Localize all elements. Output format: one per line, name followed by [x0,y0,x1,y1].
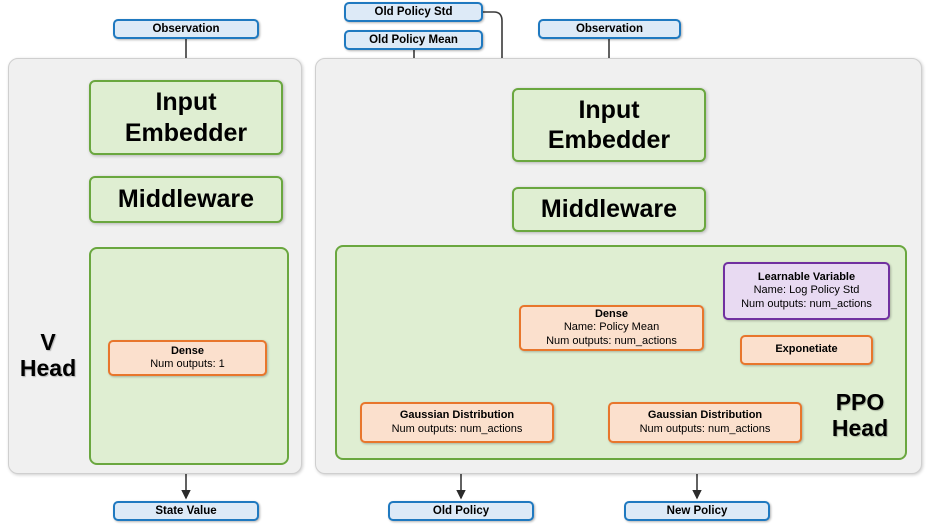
ppo-head-label-line2: Head [831,414,889,441]
ppo-gaussian-new-num-outputs: Num outputs: num_actions [639,422,771,435]
ppo-dense-name: Name: Policy Mean [563,321,660,334]
input-observation-ppo[interactable]: Observation [538,19,681,39]
ppo-learnable-variable-title: Learnable Variable [757,270,856,283]
ppo-gaussian-old-title: Gaussian Distribution [399,409,515,422]
v-dense-title: Dense [170,344,205,357]
output-state-value-label: State Value [155,504,217,517]
ppo-dense-title: Dense [594,307,629,320]
v-middleware[interactable]: Middleware [89,176,283,223]
ppo-dense-num-outputs: Num outputs: num_actions [546,334,677,347]
ppo-middleware[interactable]: Middleware [512,187,706,232]
output-state-value[interactable]: State Value [113,501,259,521]
input-old-policy-mean-label: Old Policy Mean [369,33,458,46]
v-head-label-line1: V [40,329,56,355]
input-observation-ppo-label: Observation [575,22,644,35]
ppo-head-label: PPO Head [818,389,902,442]
ppo-gaussian-distribution-old[interactable]: Gaussian Distribution Num outputs: num_a… [360,402,554,443]
ppo-learnable-variable-name: Name: Log Policy Std [753,284,860,297]
input-observation-v-label: Observation [152,22,220,35]
ppo-gaussian-new-title: Gaussian Distribution [647,409,763,422]
input-old-policy-mean[interactable]: Old Policy Mean [344,30,483,50]
ppo-gaussian-distribution-new[interactable]: Gaussian Distribution Num outputs: num_a… [608,402,802,443]
ppo-middleware-label: Middleware [540,195,678,224]
output-new-policy-label: New Policy [666,504,728,517]
v-head-label: V Head [10,329,86,382]
ppo-input-embedder-label: Input Embedder [547,95,671,155]
ppo-head-label-line1: PPO [835,389,885,415]
v-middleware-label: Middleware [117,185,255,214]
input-old-policy-std[interactable]: Old Policy Std [344,2,483,22]
v-input-embedder[interactable]: Input Embedder [89,80,283,155]
input-old-policy-std-label: Old Policy Std [374,5,453,18]
ppo-dense-policy-mean[interactable]: Dense Name: Policy Mean Num outputs: num… [519,305,704,351]
ppo-learnable-variable-num-outputs: Num outputs: num_actions [741,297,872,310]
v-dense[interactable]: Dense Num outputs: 1 [108,340,267,376]
v-head-label-line2: Head [19,354,77,381]
v-input-embedder-label: Input Embedder [124,88,248,147]
ppo-exponentiate[interactable]: Exponetiate [740,335,873,365]
ppo-input-embedder[interactable]: Input Embedder [512,88,706,162]
ppo-gaussian-old-num-outputs: Num outputs: num_actions [391,422,523,435]
output-old-policy[interactable]: Old Policy [388,501,534,521]
ppo-learnable-variable[interactable]: Learnable Variable Name: Log Policy Std … [723,262,890,320]
v-dense-num-outputs: Num outputs: 1 [150,358,225,370]
ppo-exponentiate-title: Exponetiate [775,343,838,356]
output-old-policy-label: Old Policy [432,504,490,517]
output-new-policy[interactable]: New Policy [624,501,770,521]
input-observation-v[interactable]: Observation [113,19,259,39]
